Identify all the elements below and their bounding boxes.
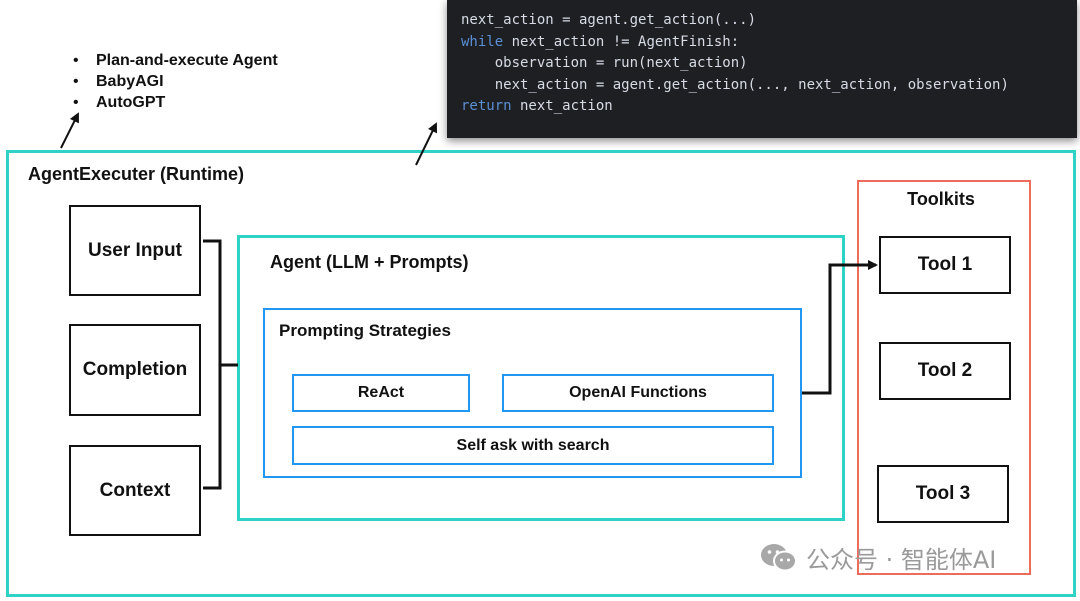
code-token: next_action [511,98,613,114]
agent-title: Agent (LLM + Prompts) [270,252,469,272]
strategy-self-ask-with-search: Self ask with search [292,426,774,465]
tool-2-box: Tool 2 [879,342,1011,400]
agent-container [237,235,845,521]
toolkits-container [857,180,1031,575]
code-line: next_action = agent.get_action(...) [461,10,1077,32]
strategy-react: ReAct [292,374,470,412]
user-input-box: User Input [69,205,201,296]
agent-example-item: AutoGPT [70,92,278,113]
agent-example-item: Plan-and-execute Agent [70,50,278,71]
code-keyword: while [461,33,504,50]
runtime-container [6,150,1076,597]
code-token: next_action != AgentFinish: [503,33,740,50]
code-keyword: return [461,98,512,114]
completion-box: Completion [69,324,201,416]
strategy-openai-functions: OpenAI Functions [502,374,774,412]
code-line: observation = run(next_action) [461,53,1077,75]
inputs-brace-connector [203,239,238,490]
runtime-title: AgentExecuter (Runtime) [28,164,245,184]
tool-1-box: Tool 1 [879,236,1011,294]
wechat-icon [761,543,797,571]
code-line: return next_action [461,96,1077,118]
watermark-text: 公众号 · 智能体AI [806,546,997,574]
agent-example-item: BabyAGI [70,71,278,92]
code-line: next_action = agent.get_action(..., next… [461,75,1077,97]
prompting-strategies-title: Prompting Strategies [279,321,451,340]
code-line: while next_action != AgentFinish: [461,32,1077,54]
bullets-pointer-line [60,112,79,149]
code-snippet-panel: next_action = agent.get_action(...) whil… [447,0,1077,138]
code-token: observation = run(next_action) [461,55,748,71]
watermark: 公众号 · 智能体AI [760,540,996,575]
code-token: next_action = agent.get_action(...) [461,12,757,28]
code-token: next_action = agent.get_action(..., next… [461,76,1009,93]
agent-examples-list: Plan-and-execute Agent BabyAGI AutoGPT [70,50,278,113]
prompting-strategies-container [263,308,802,478]
agent-to-tool-arrow [802,260,878,395]
tool-3-box: Tool 3 [877,465,1009,523]
code-pointer-line [415,122,437,166]
context-box: Context [69,445,201,536]
toolkits-title: Toolkits [907,189,975,209]
